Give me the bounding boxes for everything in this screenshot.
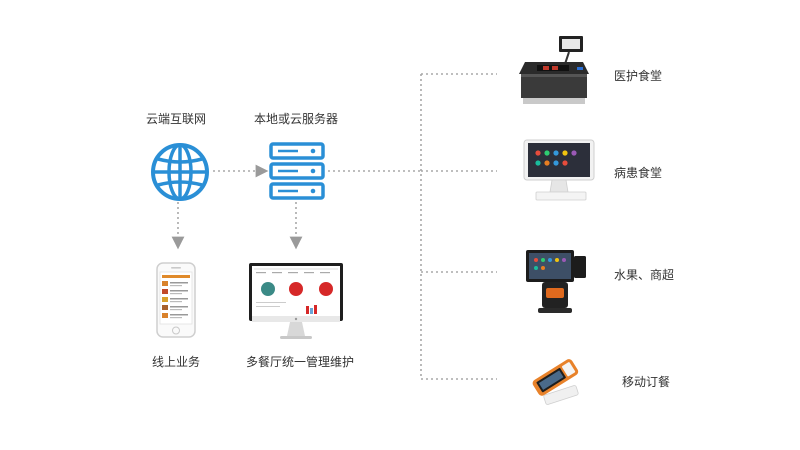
cloud-label: 云端互联网: [146, 112, 207, 126]
device-3-label: 水果、商超: [614, 268, 675, 282]
handheld-pos-icon: [532, 359, 579, 405]
device-4-label: 移动订餐: [622, 375, 671, 389]
device-1-label: 医护食堂: [614, 69, 663, 83]
globe-icon: [151, 143, 209, 201]
device-2-label: 病患食堂: [614, 166, 663, 180]
pos-with-printer-icon: [526, 250, 586, 313]
server-label: 本地或云服务器: [254, 112, 339, 126]
online-label: 线上业务: [152, 355, 201, 369]
desktop-monitor-icon: [249, 263, 343, 339]
server-icon: [269, 142, 325, 200]
canteen-kiosk-icon: [519, 36, 589, 104]
mgmt-label: 多餐厅统一管理维护: [246, 355, 355, 369]
dual-screen-pos-icon: [523, 139, 595, 201]
smartphone-icon: [156, 262, 196, 338]
